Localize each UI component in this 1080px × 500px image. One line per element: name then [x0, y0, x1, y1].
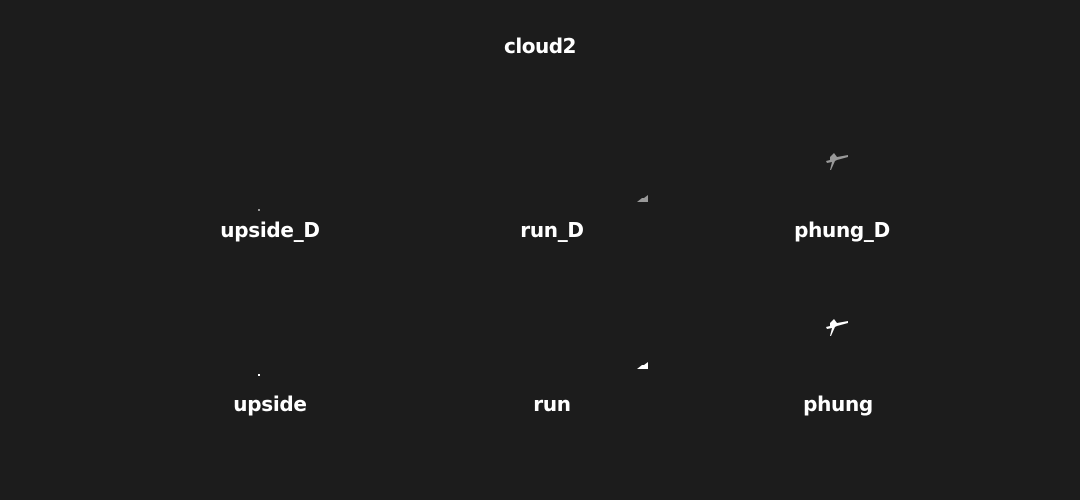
- label-run-d: run_D: [520, 218, 584, 242]
- label-run: run: [533, 392, 571, 416]
- upside-sprite-icon: [258, 374, 260, 376]
- label-phung-d: phung_D: [794, 218, 890, 242]
- label-upside: upside: [233, 392, 307, 416]
- page-title: cloud2: [504, 34, 576, 58]
- label-phung: phung: [803, 392, 873, 416]
- label-upside-d: upside_D: [220, 218, 320, 242]
- upside-dark-sprite-icon: [258, 209, 260, 211]
- phung-sprite-icon: [826, 319, 848, 336]
- phung-dark-sprite-icon: [826, 153, 848, 170]
- run-dark-sprite-icon: [637, 195, 648, 202]
- run-sprite-icon: [637, 362, 648, 369]
